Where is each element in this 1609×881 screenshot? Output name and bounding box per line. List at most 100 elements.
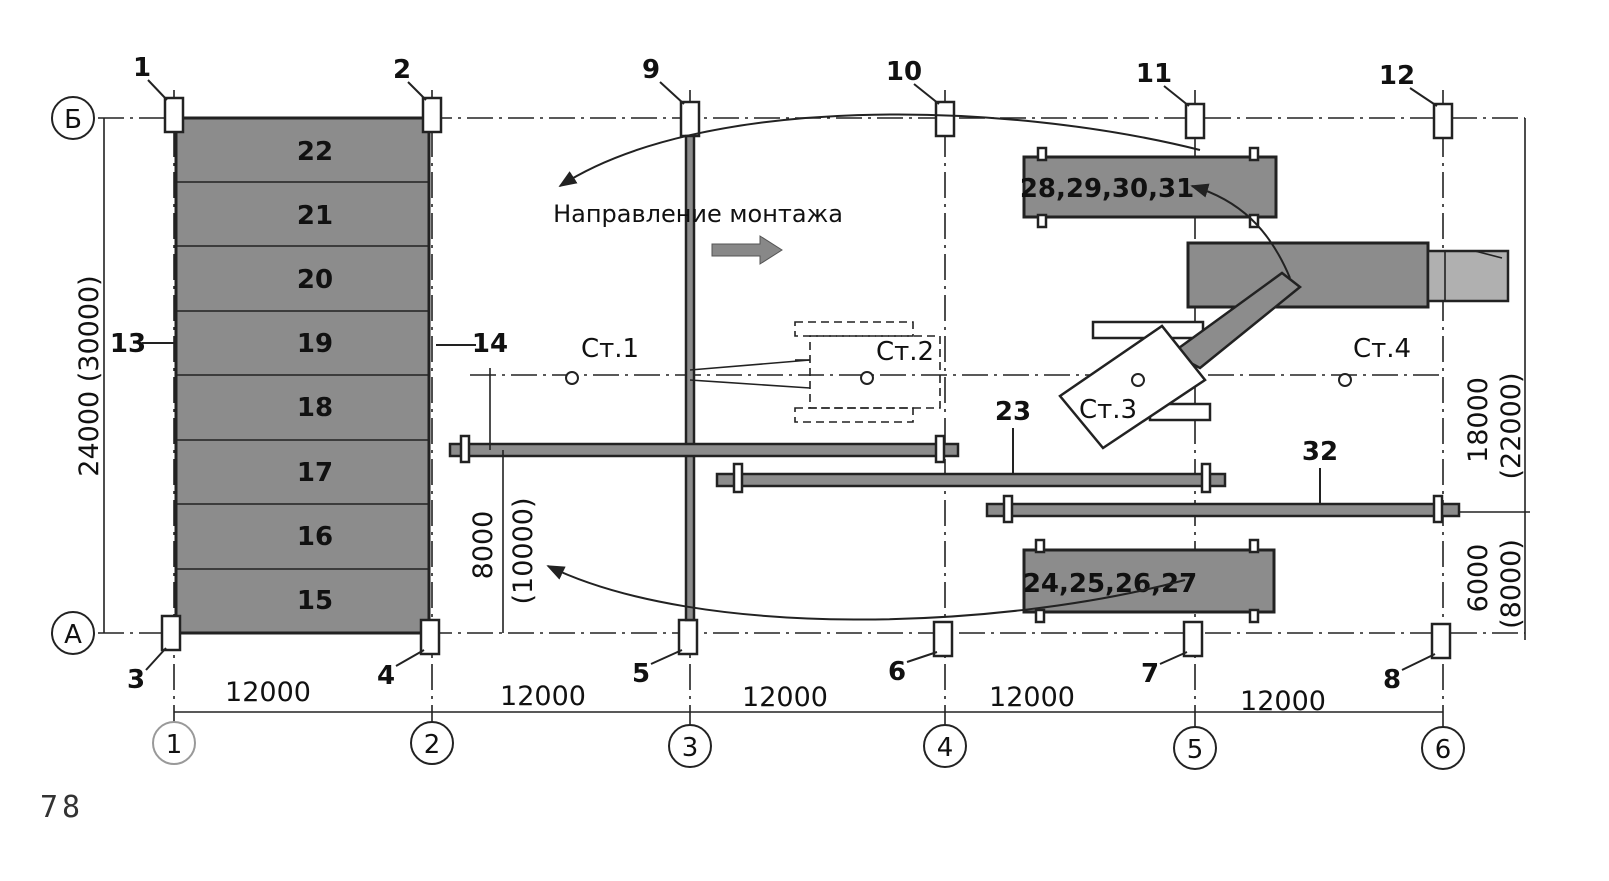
column-mark-11: 11	[1136, 59, 1172, 89]
station-3-point	[1131, 373, 1145, 387]
axis-number-1-text: 1	[166, 730, 183, 760]
axis-number-2-text: 2	[424, 730, 441, 760]
station-2-outline	[689, 321, 941, 423]
panel-label-19: 19	[297, 329, 333, 359]
column-mark-12: 12	[1379, 61, 1415, 91]
dim-left-height: 24000 (30000)	[74, 275, 105, 476]
swing-arcs	[546, 113, 1291, 621]
side-beam-marks: 13 14	[110, 329, 508, 359]
panel-label-15: 15	[297, 586, 333, 616]
axis-number-3: 3	[668, 724, 712, 768]
panel-label-20: 20	[297, 265, 333, 295]
panel-label-16: 16	[297, 522, 333, 552]
mark-23: 23	[995, 397, 1031, 427]
mark-14: 14	[472, 329, 508, 359]
dim-span-4: 12000	[989, 682, 1075, 713]
column-3	[160, 614, 182, 652]
axis-number-2: 2	[410, 721, 454, 765]
column-mark-2: 2	[393, 55, 411, 85]
stack-top-box	[1022, 155, 1278, 219]
swing-arc-top	[558, 113, 1201, 187]
stack-bottom-box	[1022, 548, 1276, 614]
axis-number-6-text: 6	[1435, 735, 1452, 765]
dimensions: 24000 (30000) 8000 (10000) 18000 (22000)…	[74, 118, 1530, 717]
crane-beams: 23 32	[448, 397, 1461, 524]
column-9	[679, 100, 701, 138]
column-mark-8: 8	[1383, 665, 1401, 695]
dim-right-top-a: 18000	[1463, 377, 1494, 463]
axis-number-1: 1	[152, 721, 196, 765]
page-number: 78	[40, 790, 85, 825]
mark-13: 13	[110, 329, 146, 359]
dim-inner-a: 8000	[468, 511, 499, 580]
assembled-panel-block: 22 21 20 19 18 17 16 15	[174, 116, 431, 635]
swing-arc-to-stack	[1190, 183, 1291, 279]
mark-32: 32	[1302, 437, 1338, 467]
dim-right-bot-b: (8000)	[1496, 539, 1527, 629]
axis-number-6: 6	[1421, 726, 1465, 770]
station-3-label: Ст.3	[1079, 395, 1137, 425]
axis-number-4: 4	[923, 724, 967, 768]
dim-inner-b: (10000)	[508, 498, 539, 605]
column-10	[934, 100, 956, 138]
column-5	[677, 618, 699, 656]
swing-arc-bottom	[546, 565, 1186, 621]
column-6	[932, 620, 954, 658]
panel-label-21: 21	[297, 201, 333, 231]
column-mark-labels: 1 2 9 10 11 12 3 4 5 6 7 8	[127, 53, 1438, 695]
panel-label-18: 18	[297, 393, 333, 423]
axis-number-5: 5	[1173, 726, 1217, 770]
stations: Ст.1 Ст.2 Ст.3 Ст.4	[565, 334, 1411, 425]
column-8	[1430, 622, 1452, 660]
dim-span-2: 12000	[500, 681, 586, 712]
dim-span-3: 12000	[742, 682, 828, 713]
crane-beam-32	[985, 502, 1461, 518]
axis-number-5-text: 5	[1187, 735, 1204, 765]
crane-body	[1186, 241, 1430, 309]
axis-number-3-text: 3	[682, 733, 699, 763]
axis-letter-b: Б	[51, 96, 95, 140]
direction-label: Направление монтажа	[553, 200, 843, 228]
dim-right-bot-a: 6000	[1463, 544, 1494, 613]
station-4-label: Ст.4	[1353, 334, 1411, 364]
panel-label-17: 17	[297, 458, 333, 488]
crane-truck	[1058, 241, 1510, 450]
column-mark-3: 3	[127, 665, 145, 695]
stack-top: 28,29,30,31	[1020, 146, 1278, 229]
direction-arrow-icon	[711, 235, 783, 265]
station-2-label: Ст.2	[876, 337, 934, 367]
stack-bottom: 24,25,26,27	[1022, 538, 1276, 624]
station-2-point	[860, 371, 874, 385]
column-mark-9: 9	[642, 55, 660, 85]
crane-cab	[1426, 249, 1510, 303]
dim-span-5: 12000	[1240, 686, 1326, 717]
station-1-point	[565, 371, 579, 385]
crane-turntable	[1058, 324, 1207, 450]
column-mark-4: 4	[377, 661, 395, 691]
panel-label-22: 22	[297, 137, 333, 167]
column-mark-5: 5	[632, 659, 650, 689]
crane-beam-23	[715, 472, 1227, 488]
column-mark-7: 7	[1141, 659, 1159, 689]
column-11	[1184, 102, 1206, 140]
column-mark-6: 6	[888, 657, 906, 687]
installation-direction: Направление монтажа	[553, 200, 843, 265]
axis-letter-b-text: Б	[64, 105, 82, 135]
axis-number-4-text: 4	[937, 733, 954, 763]
column-1	[163, 96, 185, 134]
column-mark-10: 10	[886, 57, 922, 87]
column-mark-1: 1	[133, 53, 151, 83]
dim-right-top-b: (22000)	[1496, 373, 1527, 480]
station-4-point	[1338, 373, 1352, 387]
column-2	[421, 96, 443, 134]
axis-letter-a-text: А	[64, 620, 82, 650]
axis-letter-a: А	[51, 611, 95, 655]
crane-beam-upper	[448, 442, 960, 458]
station-1-label: Ст.1	[581, 334, 639, 364]
column-7	[1182, 620, 1204, 658]
column-12	[1432, 102, 1454, 140]
stack-top-label: 28,29,30,31	[1020, 174, 1194, 204]
column-4	[419, 618, 441, 656]
dim-span-1: 12000	[225, 677, 311, 708]
